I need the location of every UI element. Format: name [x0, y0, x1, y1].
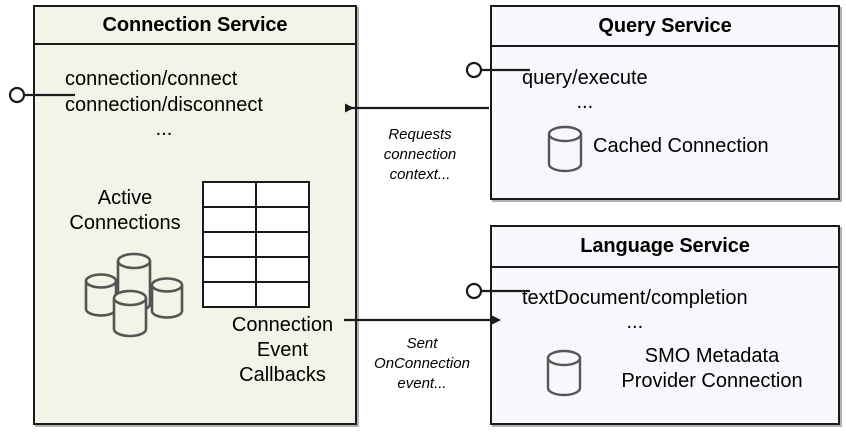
query-service-title: Query Service [492, 7, 838, 47]
database-cylinder-icon [546, 349, 582, 397]
operation-textdocument-completion[interactable]: textDocument/completion [522, 287, 748, 309]
operation-disconnect[interactable]: connection/disconnect [65, 94, 263, 116]
edge-label-sent-onconnection-event: Sent OnConnection event... [374, 335, 470, 392]
connection-service-title: Connection Service [35, 7, 355, 45]
language-service-operations: textDocument/completion ... [522, 285, 748, 333]
language-service-body: textDocument/completion ... SMO Metadata… [492, 268, 838, 423]
operation-connect[interactable]: connection/connect [65, 68, 238, 90]
smo-metadata-provider-connection-label: SMO Metadata Provider Connection [621, 345, 803, 392]
query-service-ellipsis: ... [576, 91, 594, 113]
database-cluster-icon [84, 252, 184, 338]
connection-service-body: connection/connect connection/disconnect… [35, 45, 355, 423]
cached-connection-label: Cached Connection [593, 135, 769, 157]
connection-service-ellipsis: ... [155, 118, 173, 140]
query-service-operations: query/execute ... [522, 65, 648, 113]
query-service-body: query/execute ... Cached Connection [492, 47, 838, 198]
active-connections-label: Active Connections [69, 187, 181, 234]
language-service-ellipsis: ... [626, 311, 644, 333]
language-service-title: Language Service [492, 227, 838, 268]
edge-label-requests-connection-context: Requests connection context... [383, 126, 457, 183]
connection-event-callbacks-label: Connection Event Callbacks [231, 314, 334, 386]
connection-service-component[interactable]: Connection Service connection/connect co… [33, 5, 357, 425]
database-cylinder-icon [547, 125, 583, 173]
language-service-component[interactable]: Language Service textDocument/completion… [490, 225, 840, 425]
query-service-component[interactable]: Query Service query/execute ... Cached C… [490, 5, 840, 200]
connection-event-callbacks-table[interactable] [202, 181, 316, 311]
operation-query-execute[interactable]: query/execute [522, 67, 648, 89]
connection-service-operations: connection/connect connection/disconnect… [65, 66, 263, 140]
